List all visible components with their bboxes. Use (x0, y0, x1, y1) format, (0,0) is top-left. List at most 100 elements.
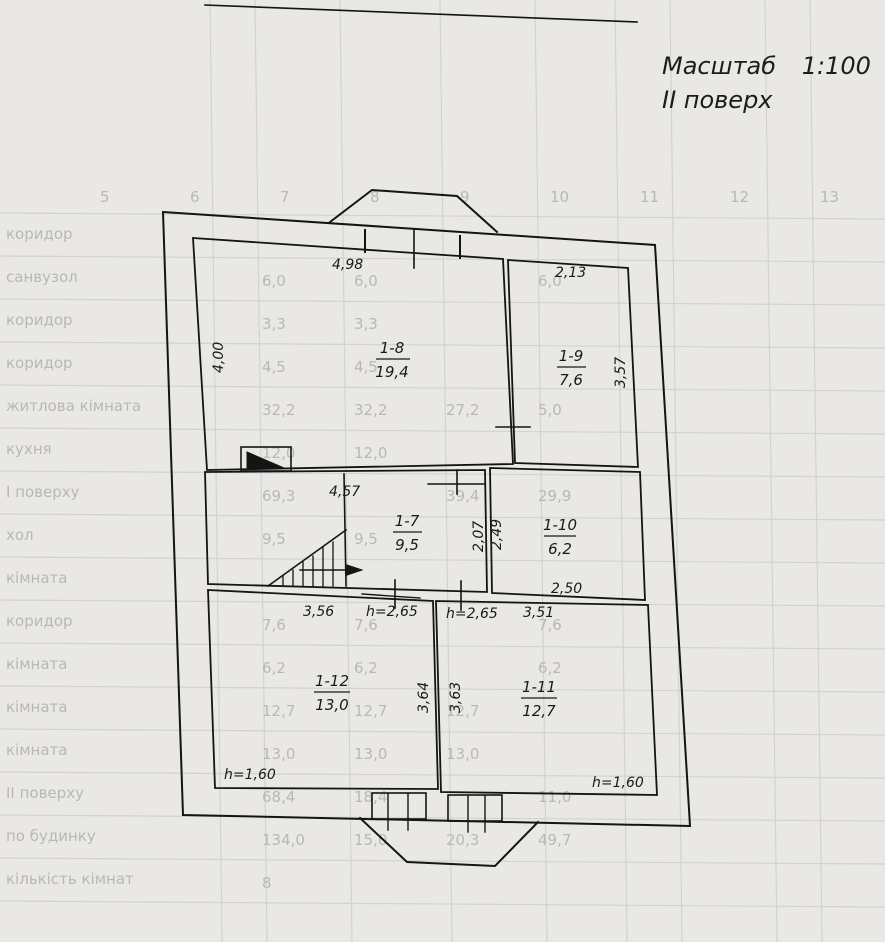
bg-cell: 12,0 (262, 444, 295, 462)
bg-cell: 7,6 (538, 616, 562, 634)
bg-row-line (0, 513, 885, 521)
bg-col-number: 8 (370, 188, 380, 206)
bg-col-number: 12 (730, 188, 749, 206)
floor-name: II поверх (662, 86, 773, 114)
bg-cell: 13,0 (446, 745, 479, 763)
room-1-7-outline (204, 469, 488, 593)
scale-label: Масштаб (662, 52, 777, 80)
bg-row-line (0, 341, 885, 349)
bg-cell: 12,0 (354, 444, 387, 462)
room-1-7-area: 9,5 (395, 536, 419, 554)
outer-wall (161, 210, 692, 828)
bg-row-line (0, 857, 885, 865)
bg-row-label: кімната (6, 698, 67, 716)
bg-cell: 12,7 (354, 702, 387, 720)
bg-cell: 5,0 (538, 401, 562, 419)
bg-cell: 4,5 (354, 358, 378, 376)
room-1-10-outline (489, 467, 646, 601)
top-bay-wall (328, 188, 499, 234)
chimney-fill (246, 451, 285, 469)
bg-row-line (0, 599, 885, 607)
bottom-window-right (447, 794, 503, 822)
bg-cell: 32,2 (354, 401, 387, 419)
bg-row-label: коридор (6, 354, 73, 372)
bg-row-line (0, 427, 885, 435)
room-1-8-area: 19,4 (375, 363, 408, 381)
height-b: h=2,65 (446, 606, 498, 622)
bg-row-label: кімната (6, 655, 67, 673)
bg-col-number: 10 (550, 188, 569, 206)
top-rule (204, 4, 638, 23)
bg-cell: 6,2 (354, 659, 378, 677)
stair-diagonal (266, 528, 348, 588)
dim-2-07: 2,07 (471, 521, 487, 552)
bg-cell: 3,3 (354, 315, 378, 333)
bg-cell: 12,7 (446, 702, 479, 720)
room-1-7-id: 1-7 (395, 512, 420, 530)
bg-cell: 9,5 (262, 530, 286, 548)
bg-col-line (534, 0, 548, 942)
bg-cell: 27,2 (446, 401, 479, 419)
bg-col-number: 13 (820, 188, 839, 206)
bg-cell: 20,3 (446, 831, 479, 849)
bg-col-number: 5 (100, 188, 110, 206)
dim-3-51: 3,51 (523, 605, 554, 621)
bg-row-label: кухня (6, 440, 52, 458)
bg-row-label: по будинку (6, 827, 96, 845)
bg-cell: 32,2 (262, 401, 295, 419)
bg-cell: 6,0 (538, 272, 562, 290)
dim-3-63: 3,63 (448, 682, 464, 713)
stair-arrow-head (346, 564, 364, 576)
bg-cell: 134,0 (262, 831, 305, 849)
bg-cell: 6,2 (262, 659, 286, 677)
bg-cell: 39,4 (446, 487, 479, 505)
room-1-12-area: 13,0 (315, 696, 348, 714)
bg-cell: 7,6 (354, 616, 378, 634)
bg-cell: 11,0 (538, 788, 571, 806)
room-1-12-id: 1-12 (315, 672, 349, 690)
room-1-11-id: 1-11 (522, 678, 556, 696)
bg-row-line (0, 255, 885, 263)
bottom-bay-wall (358, 816, 540, 868)
bg-cell: 6,0 (262, 272, 286, 290)
bg-cell: 69,3 (262, 487, 295, 505)
room-1-8-outline (192, 237, 514, 471)
height-a: h=2,65 (366, 604, 418, 620)
bg-row-line (0, 642, 885, 650)
bg-row-label: II поверху (6, 784, 84, 802)
bg-row-label: житлова кімната (6, 397, 141, 415)
bg-cell: 12,7 (262, 702, 295, 720)
bg-row-label: кімната (6, 741, 67, 759)
room-1-11-outline (435, 600, 658, 796)
room-1-9-area: 7,6 (559, 371, 583, 389)
bg-row-line (0, 470, 885, 478)
bottom-window-left (371, 792, 427, 820)
bg-row-label: кімната (6, 569, 67, 587)
bg-row-line (0, 384, 885, 392)
bg-col-number: 7 (280, 188, 290, 206)
room-1-10-area: 6,2 (548, 540, 572, 558)
bg-row-line (0, 771, 885, 779)
bg-row-label: санвузол (6, 268, 78, 286)
bg-cell: 3,3 (262, 315, 286, 333)
room-1-9-outline (507, 259, 639, 468)
bg-col-line (209, 0, 223, 942)
room-1-12-outline (207, 589, 439, 790)
bg-row-label: кількість кімнат (6, 870, 134, 888)
dim-3-64: 3,64 (416, 682, 432, 713)
dim-3-57: 3,57 (613, 357, 629, 388)
bg-cell: 8 (262, 874, 272, 892)
bg-row-line (0, 212, 885, 220)
bg-cell: 9,5 (354, 530, 378, 548)
height-d: h=1,60 (592, 775, 644, 791)
bg-col-number: 9 (460, 188, 470, 206)
dim-4-57: 4,57 (329, 484, 360, 500)
bg-col-line (669, 0, 683, 942)
scale-value: 1:100 (801, 52, 871, 80)
room-1-11-area: 12,7 (522, 702, 556, 720)
